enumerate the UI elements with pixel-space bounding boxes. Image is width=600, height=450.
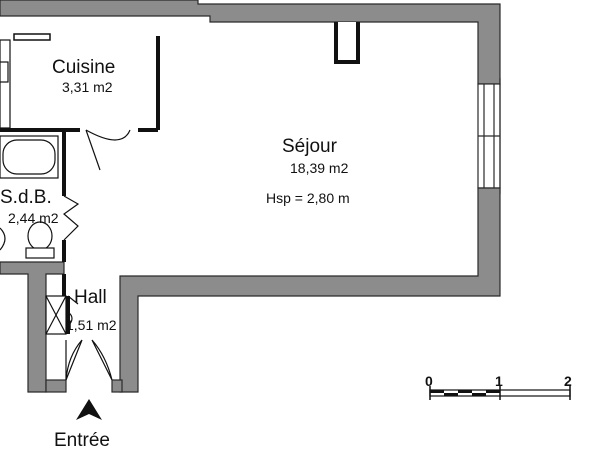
fixtures <box>0 39 67 335</box>
room-name-hall: Hall <box>74 287 107 308</box>
right-bottom-wall <box>119 187 501 393</box>
hall-door <box>67 295 79 327</box>
entrance-arrow-icon <box>76 399 102 420</box>
room-name-sdb: S.d.B. <box>0 187 52 208</box>
window <box>477 78 501 194</box>
exterior-walls <box>0 0 501 393</box>
scale-bar: 0 1 2 <box>425 373 572 400</box>
kitchen-vent <box>13 33 51 41</box>
sink-left <box>0 61 9 83</box>
kitchen-counter <box>0 39 11 129</box>
partitions <box>0 36 160 334</box>
kitchen-door <box>85 129 131 171</box>
room-area-hall: 1,51 m2 <box>66 317 117 333</box>
duct-notch <box>334 22 360 64</box>
ceiling-height: Hsp = 2,80 m <box>266 190 350 206</box>
entrance-marker: Entrée <box>54 399 110 450</box>
toilet-icon <box>27 221 53 251</box>
sdb-door <box>63 195 80 241</box>
room-area-cuisine: 3,31 m2 <box>62 79 113 95</box>
scale-tick-2: 2 <box>564 373 572 389</box>
doors <box>63 129 131 381</box>
scale-tick-1: 1 <box>495 373 503 389</box>
entrance-label: Entrée <box>54 430 110 450</box>
toilet-tank <box>25 247 55 259</box>
washbasin-icon <box>0 227 6 251</box>
entrance-door <box>65 339 113 381</box>
room-name-sejour: Séjour <box>282 136 338 157</box>
bathtub-inner <box>2 139 56 175</box>
room-name-cuisine: Cuisine <box>52 57 115 78</box>
scale-tick-0: 0 <box>425 373 433 389</box>
room-area-sdb: 2,44 m2 <box>8 210 59 226</box>
room-labels: Cuisine 3,31 m2 Séjour 18,39 m2 Hsp = 2,… <box>0 57 350 333</box>
room-area-sejour: 18,39 m2 <box>290 160 349 176</box>
door-jamb-left <box>45 379 67 393</box>
door-jamb-right <box>111 379 123 393</box>
